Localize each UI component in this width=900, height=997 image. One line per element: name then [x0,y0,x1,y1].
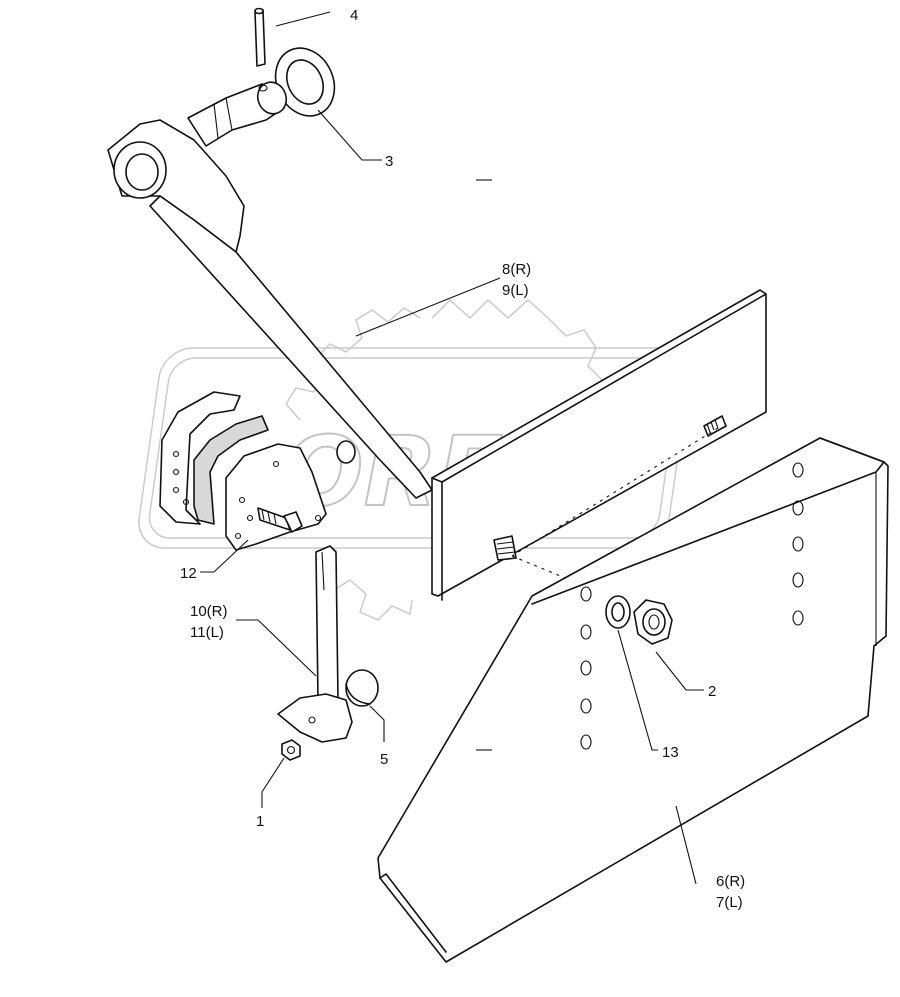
leader-lines [200,11,704,885]
callout-3: 3 [385,153,393,170]
callout-12: 12 [180,565,197,582]
lock-nut-part [633,599,673,645]
stud-part-upper [703,415,727,437]
flat-washer-part [605,595,631,629]
lever-part [277,545,353,743]
pin-part [254,7,266,67]
callout-10-r: 10(R) [190,603,228,620]
callout-4: 4 [350,7,358,24]
callout-13: 13 [662,744,679,761]
plate-part [431,289,767,601]
small-nut-part [281,739,301,761]
callout-5: 5 [380,751,388,768]
callout-8-r: 8(R) [502,261,531,278]
callout-7-l: 7(L) [716,894,743,911]
arm-part [107,81,433,499]
callout-1: 1 [256,813,264,830]
callout-labels: 4 3 8(R) 9(L) 12 10(R) 11(L) 5 1 2 13 6(… [180,7,745,911]
callout-9-l: 9(L) [502,282,529,299]
stud-part-lower [493,535,517,561]
callout-2: 2 [708,683,716,700]
big-plate-part [377,437,889,963]
clamp-bracket-part [159,391,327,551]
washer-part [274,47,336,117]
cap-part [345,669,379,707]
callout-6-r: 6(R) [716,873,745,890]
callout-11-l: 11(L) [190,624,224,641]
